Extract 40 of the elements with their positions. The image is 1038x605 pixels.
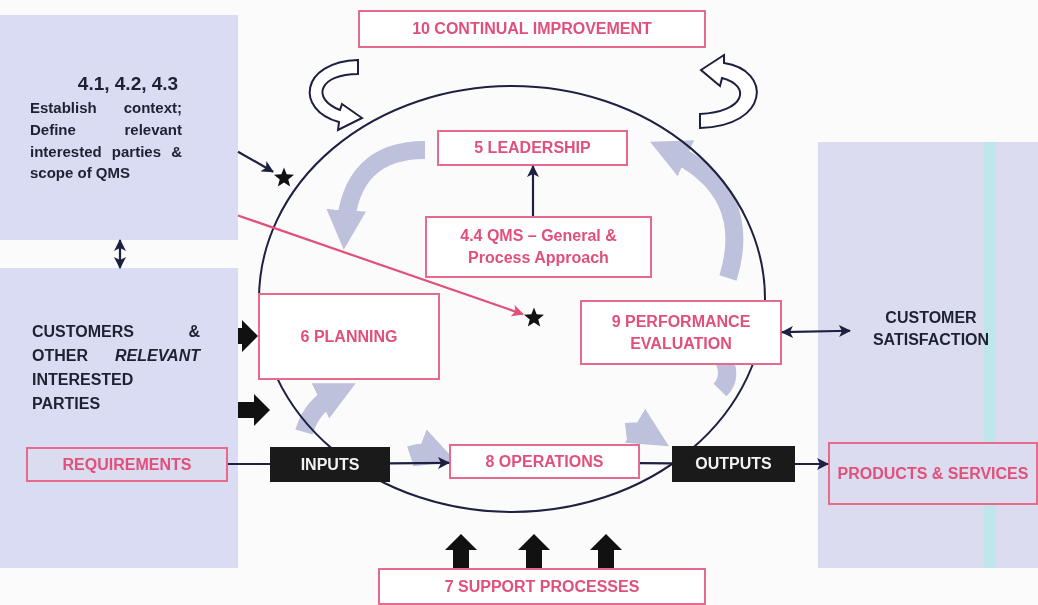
arrow xyxy=(237,214,524,317)
block-arrow xyxy=(238,320,258,352)
box-label: 10 CONTINUAL IMPROVEMENT xyxy=(412,19,652,40)
box-label: 8 OPERATIONS xyxy=(485,451,604,472)
arrow xyxy=(237,150,274,173)
arrow xyxy=(527,165,539,216)
connector-line xyxy=(228,462,270,466)
box-label: 5 LEADERSHIP xyxy=(474,138,591,159)
process-box xyxy=(449,444,640,479)
connector-line xyxy=(640,461,672,465)
inputs-box xyxy=(270,447,390,482)
box-label: 4.4 QMS – General & Process Approach xyxy=(459,226,618,268)
box-label: REQUIREMENTS xyxy=(62,454,192,475)
output-box xyxy=(828,442,1038,505)
arrow xyxy=(390,456,450,469)
outputs-box xyxy=(672,446,795,482)
block-arrow xyxy=(590,534,622,568)
context-panel xyxy=(0,15,238,240)
process-box xyxy=(437,130,628,166)
process-box xyxy=(425,216,652,278)
clause-description: Establish context; Define relevant interested parties & scope of QMS xyxy=(30,98,182,184)
process-box xyxy=(358,10,706,48)
parties-text: CUSTOMERS & OTHER RELEVANT INTERESTED PARTIES xyxy=(32,322,200,414)
block-arrow xyxy=(445,534,477,568)
clause-heading: 4.1, 4.2, 4.3 xyxy=(76,73,180,95)
box-label: PRODUCTS & SERVICES xyxy=(837,463,1029,484)
block-arrow xyxy=(518,534,550,568)
arrow xyxy=(781,325,851,338)
arrow xyxy=(114,239,126,269)
box-label: INPUTS xyxy=(300,455,360,474)
outcome-label: CUSTOMER SATISFACTION xyxy=(871,308,991,350)
box-label: 7 SUPPORT PROCESSES xyxy=(444,576,640,597)
requirements-box xyxy=(26,447,228,482)
process-box xyxy=(378,568,706,605)
block-arrow xyxy=(238,394,270,426)
box-label: 9 PERFORMANCE EVALUATION xyxy=(610,311,752,354)
parties-panel xyxy=(0,268,238,568)
box-label: OUTPUTS xyxy=(695,455,772,473)
box-label: 6 PLANNING xyxy=(300,326,398,347)
arrow xyxy=(795,458,829,470)
